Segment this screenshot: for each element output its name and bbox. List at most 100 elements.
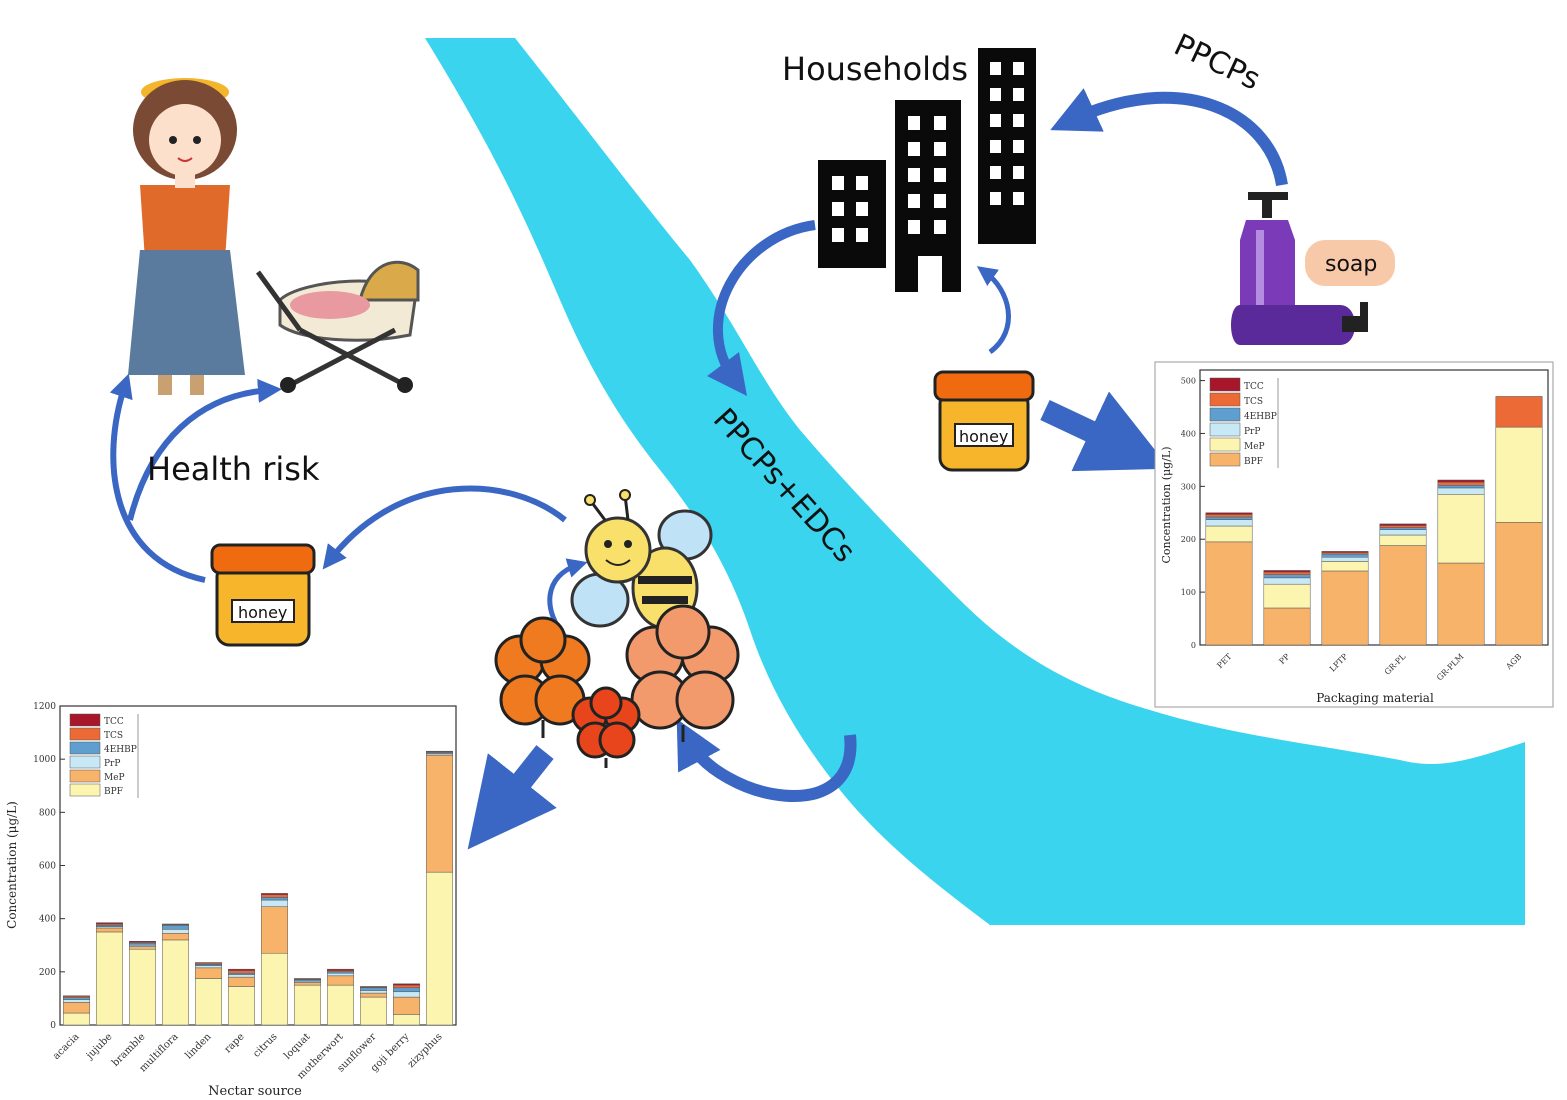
- bar-segment-4EHBP: [261, 897, 288, 901]
- legend-label: TCC: [1244, 382, 1264, 392]
- bar-segment-TCC: [63, 995, 90, 997]
- bar-segment-MeP: [129, 946, 156, 950]
- stroller-icon: [255, 260, 420, 393]
- bar-segment-4EHBP: [129, 942, 156, 946]
- y-tick-label: 200: [1181, 535, 1196, 544]
- bar-segment-4EHBP: [63, 997, 90, 1000]
- bar-segment-MeP: [393, 996, 420, 1015]
- legend-label: TCS: [1244, 397, 1263, 407]
- plot-frame: [1199, 369, 1549, 646]
- bar-segment-TCC: [129, 941, 156, 943]
- arrow-honey-to-packaging-chart: [1040, 391, 1170, 472]
- legend-swatch-4EHBP: [1209, 407, 1241, 422]
- bar-segment-PrP: [195, 965, 222, 969]
- arrow-honey-to-households: [976, 266, 1011, 355]
- arrow-soap-to-households: [1050, 88, 1288, 187]
- bar-segment-4EHBP: [1321, 553, 1369, 558]
- bar-segment-PrP: [360, 990, 387, 994]
- bar-segment-TCC: [228, 968, 255, 971]
- y-tick-label: 600: [39, 862, 56, 872]
- bar-segment-BPF: [1321, 570, 1369, 646]
- health-risk-label: Health risk: [147, 450, 320, 488]
- legend-swatch-TCS: [69, 727, 101, 741]
- legend-label: 4EHBP: [104, 745, 137, 755]
- y-tick-label: 500: [1181, 377, 1196, 386]
- bar-segment-MeP: [1205, 525, 1253, 543]
- bar-segment-PrP: [162, 929, 189, 934]
- y-tick-label: 0: [50, 1021, 56, 1031]
- bar-segment-TCC: [327, 968, 354, 971]
- buildings-icon: [818, 48, 1036, 292]
- bar-segment-BPF: [393, 1014, 420, 1026]
- bar-segment-BPF: [1379, 545, 1427, 646]
- bar-segment-BPF: [1205, 541, 1253, 646]
- soap-bar-icon: [1305, 240, 1395, 286]
- soap-label: soap: [1325, 252, 1377, 277]
- bar-segment-TCC: [261, 893, 288, 895]
- legend-swatch-PrP: [1209, 422, 1241, 437]
- bar-segment-TCC: [1379, 523, 1427, 526]
- legend-swatch-TCC: [1209, 377, 1241, 392]
- bar-segment-TCS: [1437, 481, 1485, 486]
- legend-label: MeP: [104, 773, 125, 783]
- bar-segment-TCS: [1263, 571, 1311, 575]
- bar-segment-MeP: [1379, 534, 1427, 546]
- bar-segment-BPF: [228, 986, 255, 1026]
- bar-segment-MeP: [228, 976, 255, 987]
- legend-swatch-MeP: [1209, 437, 1241, 452]
- bar-segment-PrP: [1321, 556, 1369, 562]
- bar-segment-PrP: [1379, 529, 1427, 536]
- bar-segment-4EHBP: [360, 987, 387, 991]
- legend-swatch-TCS: [1209, 392, 1241, 407]
- bar-segment-4EHBP: [393, 987, 420, 993]
- legend-label: 4EHBP: [1244, 412, 1277, 422]
- bar-segment-TCS: [1379, 525, 1427, 528]
- legend-label: MeP: [1244, 442, 1265, 452]
- legend-swatch-MeP: [69, 769, 101, 783]
- y-tick-label: 100: [1181, 588, 1196, 597]
- bar-segment-MeP: [96, 927, 123, 933]
- bar-segment-4EHBP: [1379, 527, 1427, 530]
- arrow-honey-to-person: [109, 373, 206, 583]
- bar-segment-4EHBP: [162, 925, 189, 930]
- nectar-chart-ylabel: Concentration (μg/L): [5, 801, 19, 929]
- legend-swatch-PrP: [69, 755, 101, 769]
- bar-segment-TCC: [195, 962, 222, 964]
- arrow-to-stroller: [127, 378, 282, 521]
- bar-segment-MeP: [327, 975, 354, 986]
- bar-segment-BPF: [261, 952, 288, 1026]
- legend-label: PrP: [104, 759, 120, 769]
- bar-segment-PrP: [1263, 577, 1311, 585]
- bar-segment-TCC: [1205, 512, 1253, 515]
- nectar-chart-xlabel: Nectar source: [208, 1084, 302, 1099]
- bar-segment-PrP: [63, 999, 90, 1003]
- flowers-icon: [494, 604, 740, 768]
- bar-segment-4EHBP: [1205, 516, 1253, 520]
- bar-segment-TCS: [1495, 396, 1543, 428]
- bar-segment-TCC: [1437, 479, 1485, 483]
- bar-segment-PrP: [1437, 487, 1485, 495]
- legend-label: TCS: [104, 731, 123, 741]
- bar-segment-MeP: [195, 967, 222, 979]
- households-label: Households: [782, 50, 968, 88]
- bar-segment-BPF: [294, 984, 321, 1026]
- bar-segment-PrP: [261, 899, 288, 907]
- bar-segment-PrP: [1205, 519, 1253, 527]
- woman-icon: [128, 78, 245, 395]
- legend-swatch-BPF: [69, 783, 101, 797]
- bar-segment-MeP: [1495, 426, 1543, 523]
- bar-segment-TCS: [393, 984, 420, 989]
- bar-segment-BPF: [426, 871, 453, 1026]
- y-tick-label: 1200: [33, 702, 56, 712]
- bar-segment-BPF: [96, 931, 123, 1026]
- bar-segment-BPF: [1263, 607, 1311, 646]
- legend-swatch-4EHBP: [69, 741, 101, 755]
- bar-segment-BPF: [195, 978, 222, 1026]
- arrow-bee-to-honey: [322, 485, 567, 570]
- bar-segment-TCS: [228, 970, 255, 974]
- y-tick-label: 400: [1181, 429, 1196, 438]
- bar-segment-TCC: [426, 750, 453, 752]
- bar-segment-PrP: [393, 991, 420, 998]
